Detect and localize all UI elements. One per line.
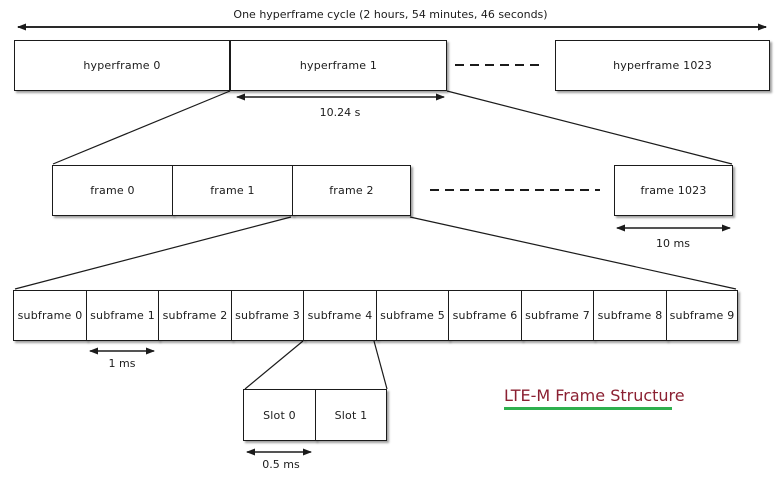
hyperframe-to-frame-expansion-lines: [52, 90, 733, 165]
subframe-5-box: subframe 5: [376, 290, 449, 341]
hyperframe-0-box: hyperframe 0: [14, 40, 230, 91]
frame-duration-label: 10 ms: [656, 237, 690, 250]
frame-1-box: frame 1: [172, 165, 293, 216]
subframe-3-box: subframe 3: [231, 290, 304, 341]
subframe-to-slot-expansion-lines: [244, 340, 388, 390]
caption-underline: [504, 407, 672, 410]
hyperframe-1-box: hyperframe 1: [230, 40, 447, 91]
frame-to-subframe-expansion-lines: [14, 216, 737, 290]
hyperframe-1023-box: hyperframe 1023: [555, 40, 770, 91]
slot-0-box: Slot 0: [243, 389, 316, 441]
slot-1-box: Slot 1: [315, 389, 387, 441]
hyperframe-cycle-label: One hyperframe cycle (2 hours, 54 minute…: [233, 8, 548, 21]
diagram-caption: LTE-M Frame Structure: [504, 386, 685, 405]
hyperframe-duration-label: 10.24 s: [319, 106, 361, 119]
subframe-6-box: subframe 6: [448, 290, 522, 341]
subframe-duration-label: 1 ms: [108, 357, 136, 370]
subframe-7-box: subframe 7: [521, 290, 594, 341]
frame-2-box: frame 2: [292, 165, 411, 216]
subframe-0-box: subframe 0: [13, 290, 87, 341]
subframe-9-box: subframe 9: [666, 290, 738, 341]
frame-0-box: frame 0: [52, 165, 173, 216]
frame-1023-box: frame 1023: [614, 165, 733, 216]
subframe-2-box: subframe 2: [158, 290, 232, 341]
subframe-8-box: subframe 8: [593, 290, 667, 341]
subframe-4-box: subframe 4: [303, 290, 377, 341]
slot-duration-label: 0.5 ms: [262, 458, 300, 471]
subframe-1-box: subframe 1: [86, 290, 159, 341]
